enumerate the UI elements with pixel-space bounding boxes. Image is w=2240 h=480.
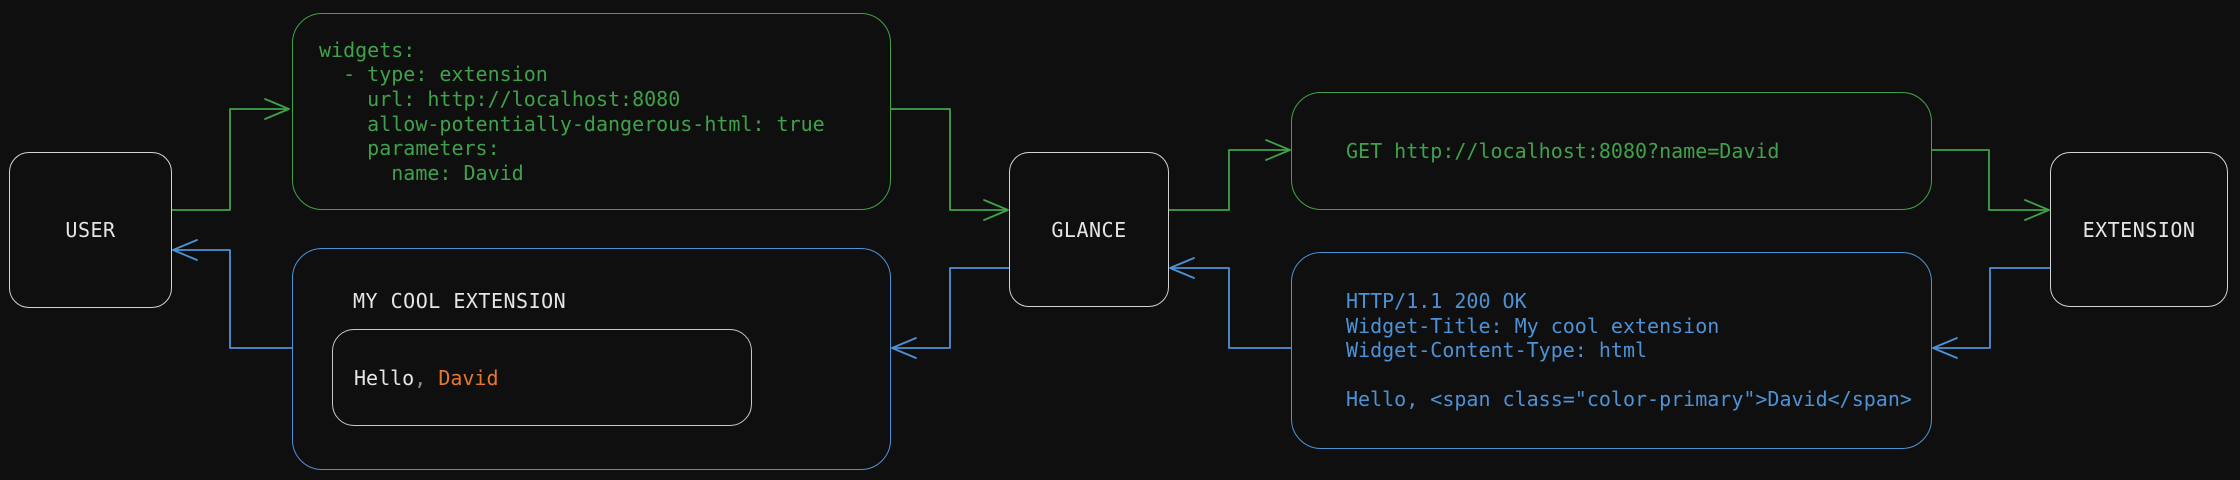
arrowhead-glance-right <box>1169 257 1195 279</box>
connector-request-to-extension <box>1931 149 2048 211</box>
connector-user-to-config <box>171 108 288 211</box>
arrowhead-response-right <box>1932 337 1958 359</box>
widget-title: MY COOL EXTENSION <box>353 289 567 313</box>
greeting-name: David <box>438 365 499 390</box>
connector-extension-to-response <box>1934 267 2051 349</box>
http-response-box: HTTP/1.1 200 OK Widget-Title: My cool ex… <box>1291 252 1932 449</box>
connector-glance-to-request <box>1168 149 1289 211</box>
node-extension: EXTENSION <box>2050 152 2228 307</box>
node-user-label: USER <box>65 218 116 242</box>
node-extension-label: EXTENSION <box>2082 217 2196 242</box>
arrowhead-glance-left <box>983 199 1009 221</box>
http-request-code: GET http://localhost:8080?name=David <box>1346 138 1780 163</box>
config-yaml-box: widgets: - type: extension url: http://l… <box>292 13 891 210</box>
connector-glance-to-widget <box>893 267 1010 349</box>
greeting-comma: , <box>414 365 439 390</box>
node-user: USER <box>9 152 172 308</box>
arrowhead-user-right <box>172 239 198 261</box>
http-request-box: GET http://localhost:8080?name=David <box>1291 92 1932 210</box>
arrowhead-request-left <box>1265 139 1291 161</box>
connector-config-to-glance <box>890 108 1007 211</box>
connector-response-to-glance <box>1171 267 1292 349</box>
greeting-text: Hello <box>354 365 415 390</box>
widget-output-box: Hello, David <box>332 329 752 426</box>
arrowhead-extension-left <box>2024 199 2050 221</box>
http-response-code: HTTP/1.1 200 OK Widget-Title: My cool ex… <box>1346 289 1912 412</box>
connector-widget-to-user <box>174 249 293 349</box>
arrowhead-widget-right <box>891 337 917 359</box>
arrowhead-config-left <box>264 98 290 120</box>
rendered-widget-box: MY COOL EXTENSION Hello, David <box>292 248 891 470</box>
node-glance-label: GLANCE <box>1051 217 1127 242</box>
config-yaml-code: widgets: - type: extension url: http://l… <box>319 37 825 185</box>
node-glance: GLANCE <box>1009 152 1169 307</box>
